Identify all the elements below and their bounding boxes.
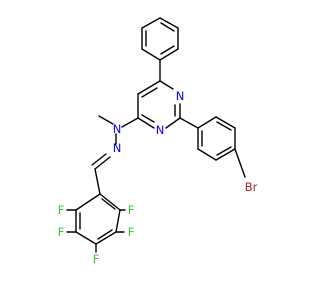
- bond: [234, 148, 246, 178]
- atom-label-n: N: [176, 89, 185, 103]
- bond: [197, 116, 217, 129]
- double-bond-inner: [97, 229, 113, 240]
- bond: [159, 80, 174, 90]
- atom-label-n: N: [113, 141, 122, 155]
- pyrimidine-ring: [137, 80, 181, 129]
- atom-label-f: F: [93, 252, 100, 266]
- double-bond-inner: [160, 22, 175, 32]
- double-bond-inner: [101, 198, 116, 210]
- bond: [197, 148, 217, 161]
- molecule-svg: N N N N Br F F F F F: [58, 17, 258, 266]
- structure-diagram: N N N N Br F F F F F: [57, 17, 258, 266]
- bond: [215, 148, 236, 161]
- double-bond-inner: [141, 87, 158, 98]
- bond: [94, 168, 101, 195]
- double-bond-inner: [91, 153, 107, 166]
- bond: [159, 48, 179, 61]
- atom-label-n: N: [156, 123, 165, 137]
- atom-label-f: F: [128, 225, 135, 239]
- bond: [179, 117, 199, 129]
- double-bond-inner: [141, 114, 155, 123]
- bond: [215, 116, 236, 129]
- bond: [98, 115, 114, 125]
- phenyl-ring: [141, 17, 179, 61]
- double-bond-inner: [160, 45, 175, 55]
- pentafluorophenyl-ring: [75, 193, 121, 245]
- bond: [99, 193, 121, 211]
- bromophenyl-ring: [197, 116, 236, 161]
- atom-label-f: F: [58, 225, 65, 239]
- bond: [141, 48, 161, 61]
- bond: [115, 209, 121, 233]
- atom-label-f: F: [128, 203, 135, 217]
- bond: [137, 117, 155, 129]
- atom-label-br: Br: [245, 180, 258, 194]
- double-bond-inner: [216, 146, 232, 156]
- atom-label-f: F: [58, 203, 65, 217]
- bond: [141, 17, 161, 29]
- atom-label-n: N: [113, 122, 122, 136]
- bond: [121, 117, 139, 128]
- bond: [94, 156, 111, 170]
- bond: [165, 117, 181, 129]
- bond: [137, 80, 161, 95]
- double-bond-inner: [216, 121, 232, 131]
- bond: [75, 231, 97, 245]
- bond: [159, 17, 179, 29]
- bond: [95, 231, 117, 245]
- bond: [75, 193, 101, 211]
